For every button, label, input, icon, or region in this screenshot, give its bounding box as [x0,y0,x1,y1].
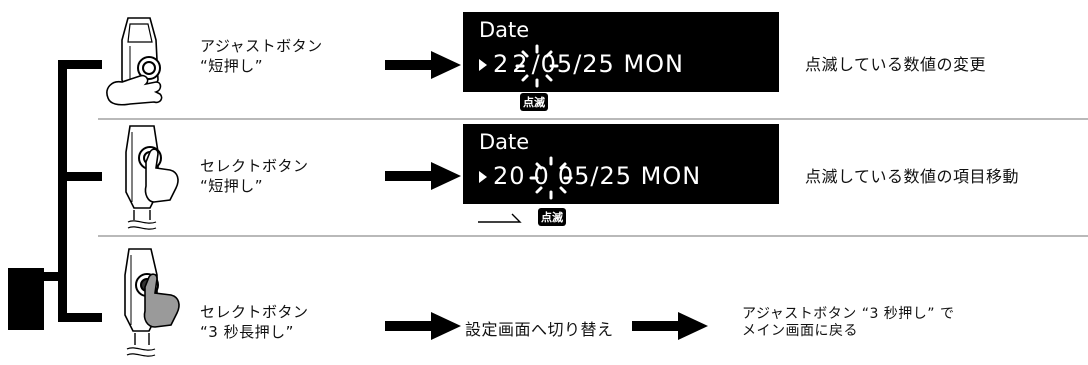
row1-blink-burst-icon [515,44,559,88]
row2-lcd-post: 05/25 MON [557,162,702,190]
row3-final-line1: アジャストボタン “3 秒押し” で [742,306,955,322]
row-divider-1 [98,118,1088,120]
row3-next-arrow-icon [632,312,708,340]
row3-press-type: “3 秒長押し” [200,323,294,341]
watch-adjust-press-icon [106,17,163,106]
watch-select-press-icon [125,125,179,230]
row2-arrow-icon [385,162,461,190]
bracket-branch-3 [58,313,102,322]
row1-lcd-blink: 2 [512,50,529,78]
row2-lcd-blink: 0 [533,162,550,190]
row1-button-name: アジャストボタン [200,37,323,55]
row3-arrow-icon [385,312,461,340]
row3-final-text: アジャストボタン “3 秒押し” で メイン画面に戻る [742,306,955,340]
row1-arrow-icon [385,51,461,79]
row1-description: 点滅している数値の変更 [805,55,987,74]
row2-button-label: セレクトボタン “短押し” [200,156,309,196]
row1-blink-tag: 点滅 [520,93,548,111]
row1-cursor-icon [479,59,487,71]
row2-lcd-line1: Date [479,130,530,154]
row2-cursor-icon [479,171,487,183]
row2-description: 点滅している数値の項目移動 [805,167,1020,186]
bracket-main-stem [8,268,44,330]
row1-lcd-line1: Date [479,18,530,42]
row1-lcd-post: /05/25 MON [531,50,684,78]
row-divider-2 [98,235,1088,237]
row1-press-type: “短押し” [200,57,264,75]
row3-button-label: セレクトボタン “3 秒長押し” [200,302,309,342]
row2-press-type: “短押し” [200,177,264,195]
bracket-vertical-line [58,60,67,322]
row2-blink-tag: 点滅 [538,208,566,226]
row3-final-line2: メイン画面に戻る [742,323,858,339]
bracket-branch-2 [58,172,102,181]
row3-step-text: 設定画面へ切り替え [465,320,614,339]
bracket-join [40,272,64,281]
row2-lcd-pre: 20 [493,162,526,190]
row2-move-arrow-icon [478,213,522,223]
row3-button-name: セレクトボタン [200,303,309,321]
bracket-branch-1 [58,60,102,69]
row2-blink-burst-icon [529,156,573,200]
row2-button-name: セレクトボタン [200,157,309,175]
row1-button-label: アジャストボタン “短押し” [200,36,323,76]
row1-lcd-pre: 2 [493,50,510,78]
watch-select-long-press-icon [124,248,180,357]
